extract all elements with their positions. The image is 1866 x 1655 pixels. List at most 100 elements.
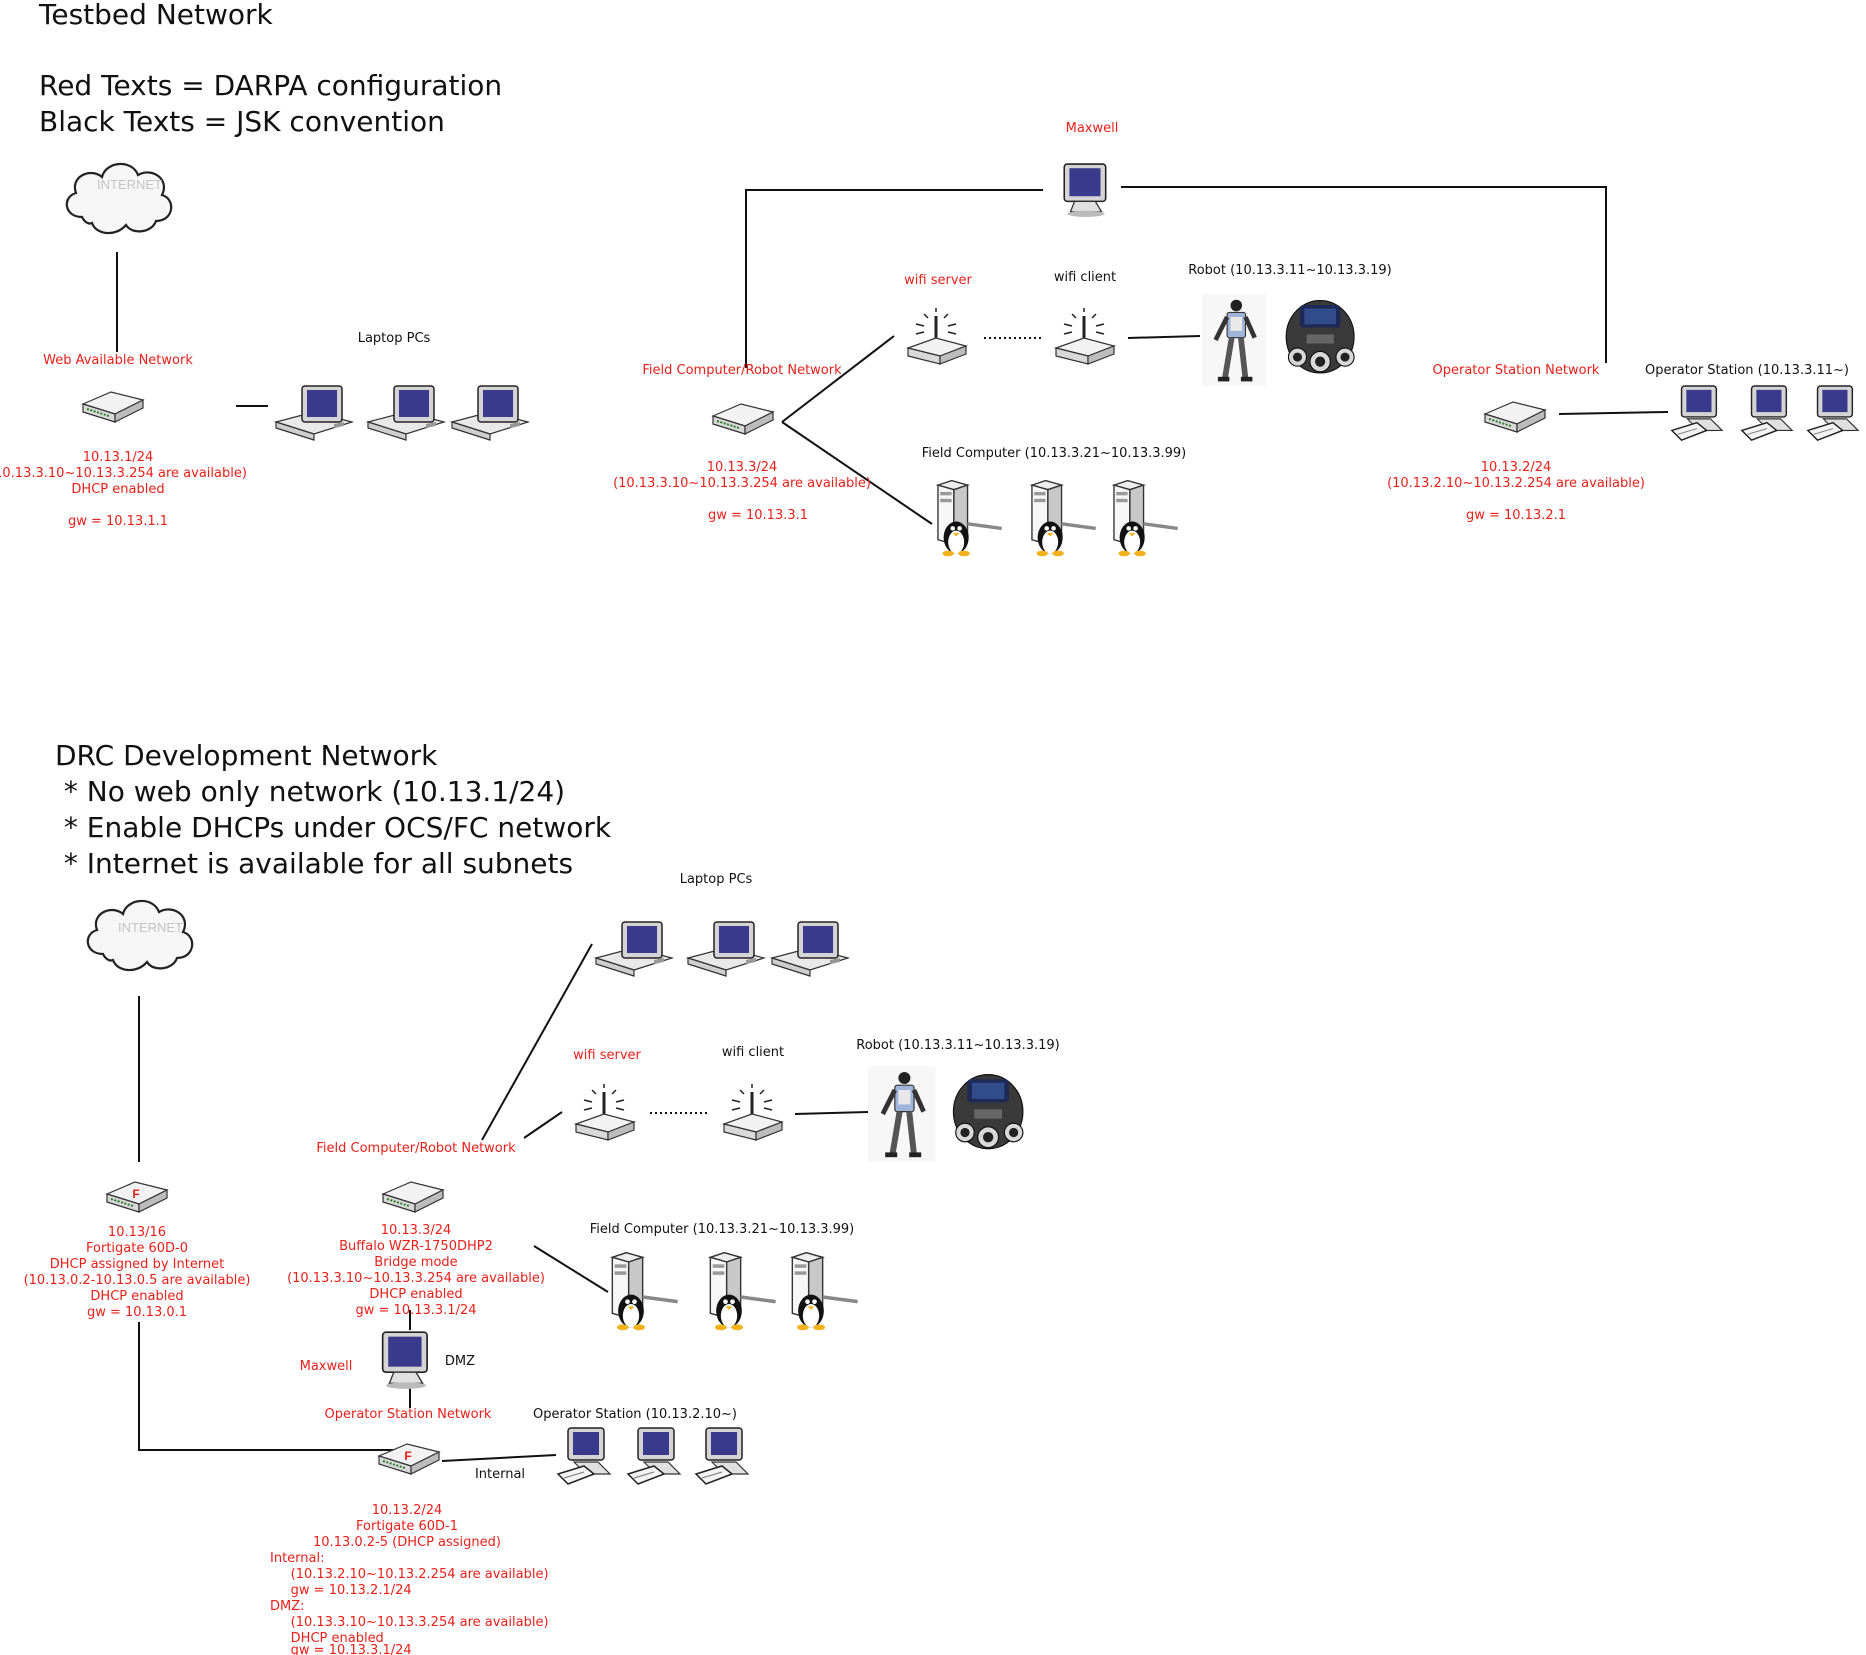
fc-net-info-1: (10.13.3.10~10.13.3.254 are available)	[613, 476, 871, 491]
server-icon	[708, 1250, 778, 1332]
robot-icon	[1202, 294, 1266, 386]
fortigate0-router-icon: F	[105, 1180, 169, 1214]
wire-fcnet-fieldpc	[781, 421, 933, 525]
drc-laptops-label: Laptop PCs	[680, 872, 753, 887]
web-net-info-4: gw = 10.13.1.1	[68, 514, 168, 529]
fortigate1-info-2: 10.13.0.2-5 (DHCP assigned)	[313, 1535, 501, 1550]
drc-internet-label: INTERNET	[118, 920, 183, 935]
wire-fcnet-maxwell	[745, 189, 1043, 368]
fortigate1-router-icon: F	[377, 1442, 441, 1476]
workstation-icon	[695, 1427, 749, 1485]
drc-robot-label: Robot (10.13.3.11~10.13.3.19)	[856, 1038, 1059, 1053]
fc-info-0: 10.13.3/24	[381, 1223, 452, 1238]
drc-note-2: * Internet is available for all subnets	[55, 847, 573, 880]
wifi-client-label: wifi client	[1054, 270, 1116, 285]
legend-black-text: Black Texts = JSK convention	[39, 105, 445, 138]
testbed-title: Testbed Network	[38, 0, 274, 31]
server-icon	[936, 478, 1004, 558]
fc-info-2: Bridge mode	[374, 1255, 457, 1270]
fortigate1-detail-0: Internal:	[270, 1551, 324, 1566]
laptop-icon	[451, 385, 529, 441]
internet-cloud-icon: INTERNET	[86, 899, 194, 972]
fortigate1-detail-6: gw = 10.13.3.1/24	[270, 1643, 412, 1655]
fortigate0-info-0: 10.13/16	[108, 1225, 166, 1240]
drc-operator-station-label: Operator Station (10.13.2.10~)	[533, 1407, 737, 1422]
wire-wifi-robot	[1127, 335, 1201, 339]
legend-red-text: Red Texts = DARPA configuration	[39, 69, 502, 102]
wifi-client-icon	[722, 1082, 784, 1142]
wire-fcnet-fieldpc	[533, 1245, 609, 1293]
server-icon	[790, 1250, 860, 1332]
server-icon	[610, 1250, 680, 1332]
fc-info-5: gw = 10.13.3.1/24	[356, 1303, 477, 1318]
wifi-server-icon	[574, 1082, 636, 1142]
maxwell-monitor-icon	[1063, 163, 1107, 218]
wire-osnet-stations	[1558, 411, 1669, 415]
drc-title: DRC Development Network	[55, 739, 438, 772]
fortigate0-info-1: Fortigate 60D-0	[86, 1241, 188, 1256]
web-network-label: Web Available Network	[43, 353, 193, 368]
drc-wifi-client-label: wifi client	[722, 1045, 784, 1060]
fortigate0-info-5: gw = 10.13.0.1	[87, 1305, 187, 1320]
drc-fc-network-label: Field Computer/Robot Network	[316, 1141, 516, 1156]
maxwell-label: Maxwell	[1066, 121, 1119, 136]
web-router-icon	[81, 390, 145, 424]
fortigate1-badge: F	[404, 1449, 411, 1463]
fortigate1-detail-4: (10.13.3.10~10.13.3.254 are available)	[270, 1615, 549, 1630]
workstation-icon	[627, 1427, 681, 1485]
fc-net-info-0: 10.13.3/24	[707, 460, 778, 475]
workstation-icon	[1671, 385, 1723, 441]
workstation-icon	[1807, 385, 1859, 441]
wire-fortigate1-stations	[441, 1454, 557, 1462]
drc-maxwell-label: Maxwell	[300, 1359, 353, 1374]
workstation-icon	[557, 1427, 611, 1485]
server-icon	[1112, 478, 1180, 558]
maxwell-monitor-icon	[381, 1331, 428, 1390]
dmz-label: DMZ	[445, 1354, 475, 1369]
laptop-icon	[275, 385, 353, 441]
fortigate0-info-4: DHCP enabled	[90, 1289, 183, 1304]
fortigate0-info-2: DHCP assigned by Internet	[50, 1257, 225, 1272]
wire-fortigate0-fortigate1	[138, 1322, 394, 1451]
server-icon	[1030, 478, 1098, 558]
drc-field-computer-label: Field Computer (10.13.3.21~10.13.3.99)	[590, 1222, 855, 1237]
laptop-icon	[367, 385, 445, 441]
fortigate1-detail-5: DHCP enabled	[270, 1631, 384, 1646]
internet-label: INTERNET	[97, 177, 162, 192]
os-net-info-0: 10.13.2/24	[1481, 460, 1552, 475]
laptop-icon	[687, 921, 765, 977]
os-router-icon	[1483, 400, 1547, 434]
os-net-info-1: (10.13.2.10~10.13.2.254 are available)	[1387, 476, 1645, 491]
fortigate0-info-3: (10.13.0.2-10.13.0.5 are available)	[24, 1273, 251, 1288]
fortigate0-badge: F	[132, 1187, 139, 1201]
robot-icon	[868, 1066, 935, 1162]
wire-wifi-robot	[794, 1111, 869, 1115]
laptop-icon	[771, 921, 849, 977]
fc-router-icon	[711, 402, 775, 436]
wire-fcnet-wifi	[523, 1111, 563, 1139]
operator-station-label: Operator Station (10.13.3.11~)	[1645, 363, 1849, 378]
fortigate1-detail-1: (10.13.2.10~10.13.2.254 are available)	[270, 1567, 549, 1582]
os-network-label: Operator Station Network	[1433, 363, 1600, 378]
drc-os-network-label: Operator Station Network	[325, 1407, 492, 1422]
wire-fcnet-laptops	[481, 943, 593, 1141]
fortigate1-info-1: Fortigate 60D-1	[356, 1519, 458, 1534]
wifi-server-label: wifi server	[904, 273, 972, 288]
laptop-icon	[595, 921, 673, 977]
drc-note-1: * Enable DHCPs under OCS/FC network	[55, 811, 612, 844]
internal-label: Internal	[475, 1467, 525, 1482]
fc-info-1: Buffalo WZR-1750DHP2	[339, 1239, 493, 1254]
robot-head-icon	[1285, 299, 1355, 374]
drc-note-0: * No web only network (10.13.1/24)	[55, 775, 565, 808]
fortigate1-info-0: 10.13.2/24	[372, 1503, 443, 1518]
web-net-info-1: (10.13.3.10~10.13.3.254 are available)	[0, 466, 247, 481]
fc-info-4: DHCP enabled	[369, 1287, 462, 1302]
fc-info-3: (10.13.3.10~10.13.3.254 are available)	[287, 1271, 545, 1286]
fc-router-icon	[381, 1180, 445, 1214]
fc-net-info-3: gw = 10.13.3.1	[708, 508, 808, 523]
fortigate1-detail-3: DMZ:	[270, 1599, 305, 1614]
drc-wifi-server-label: wifi server	[573, 1048, 641, 1063]
wire-fcnet-wifi	[781, 335, 895, 423]
fortigate1-detail-2: gw = 10.13.2.1/24	[270, 1583, 412, 1598]
